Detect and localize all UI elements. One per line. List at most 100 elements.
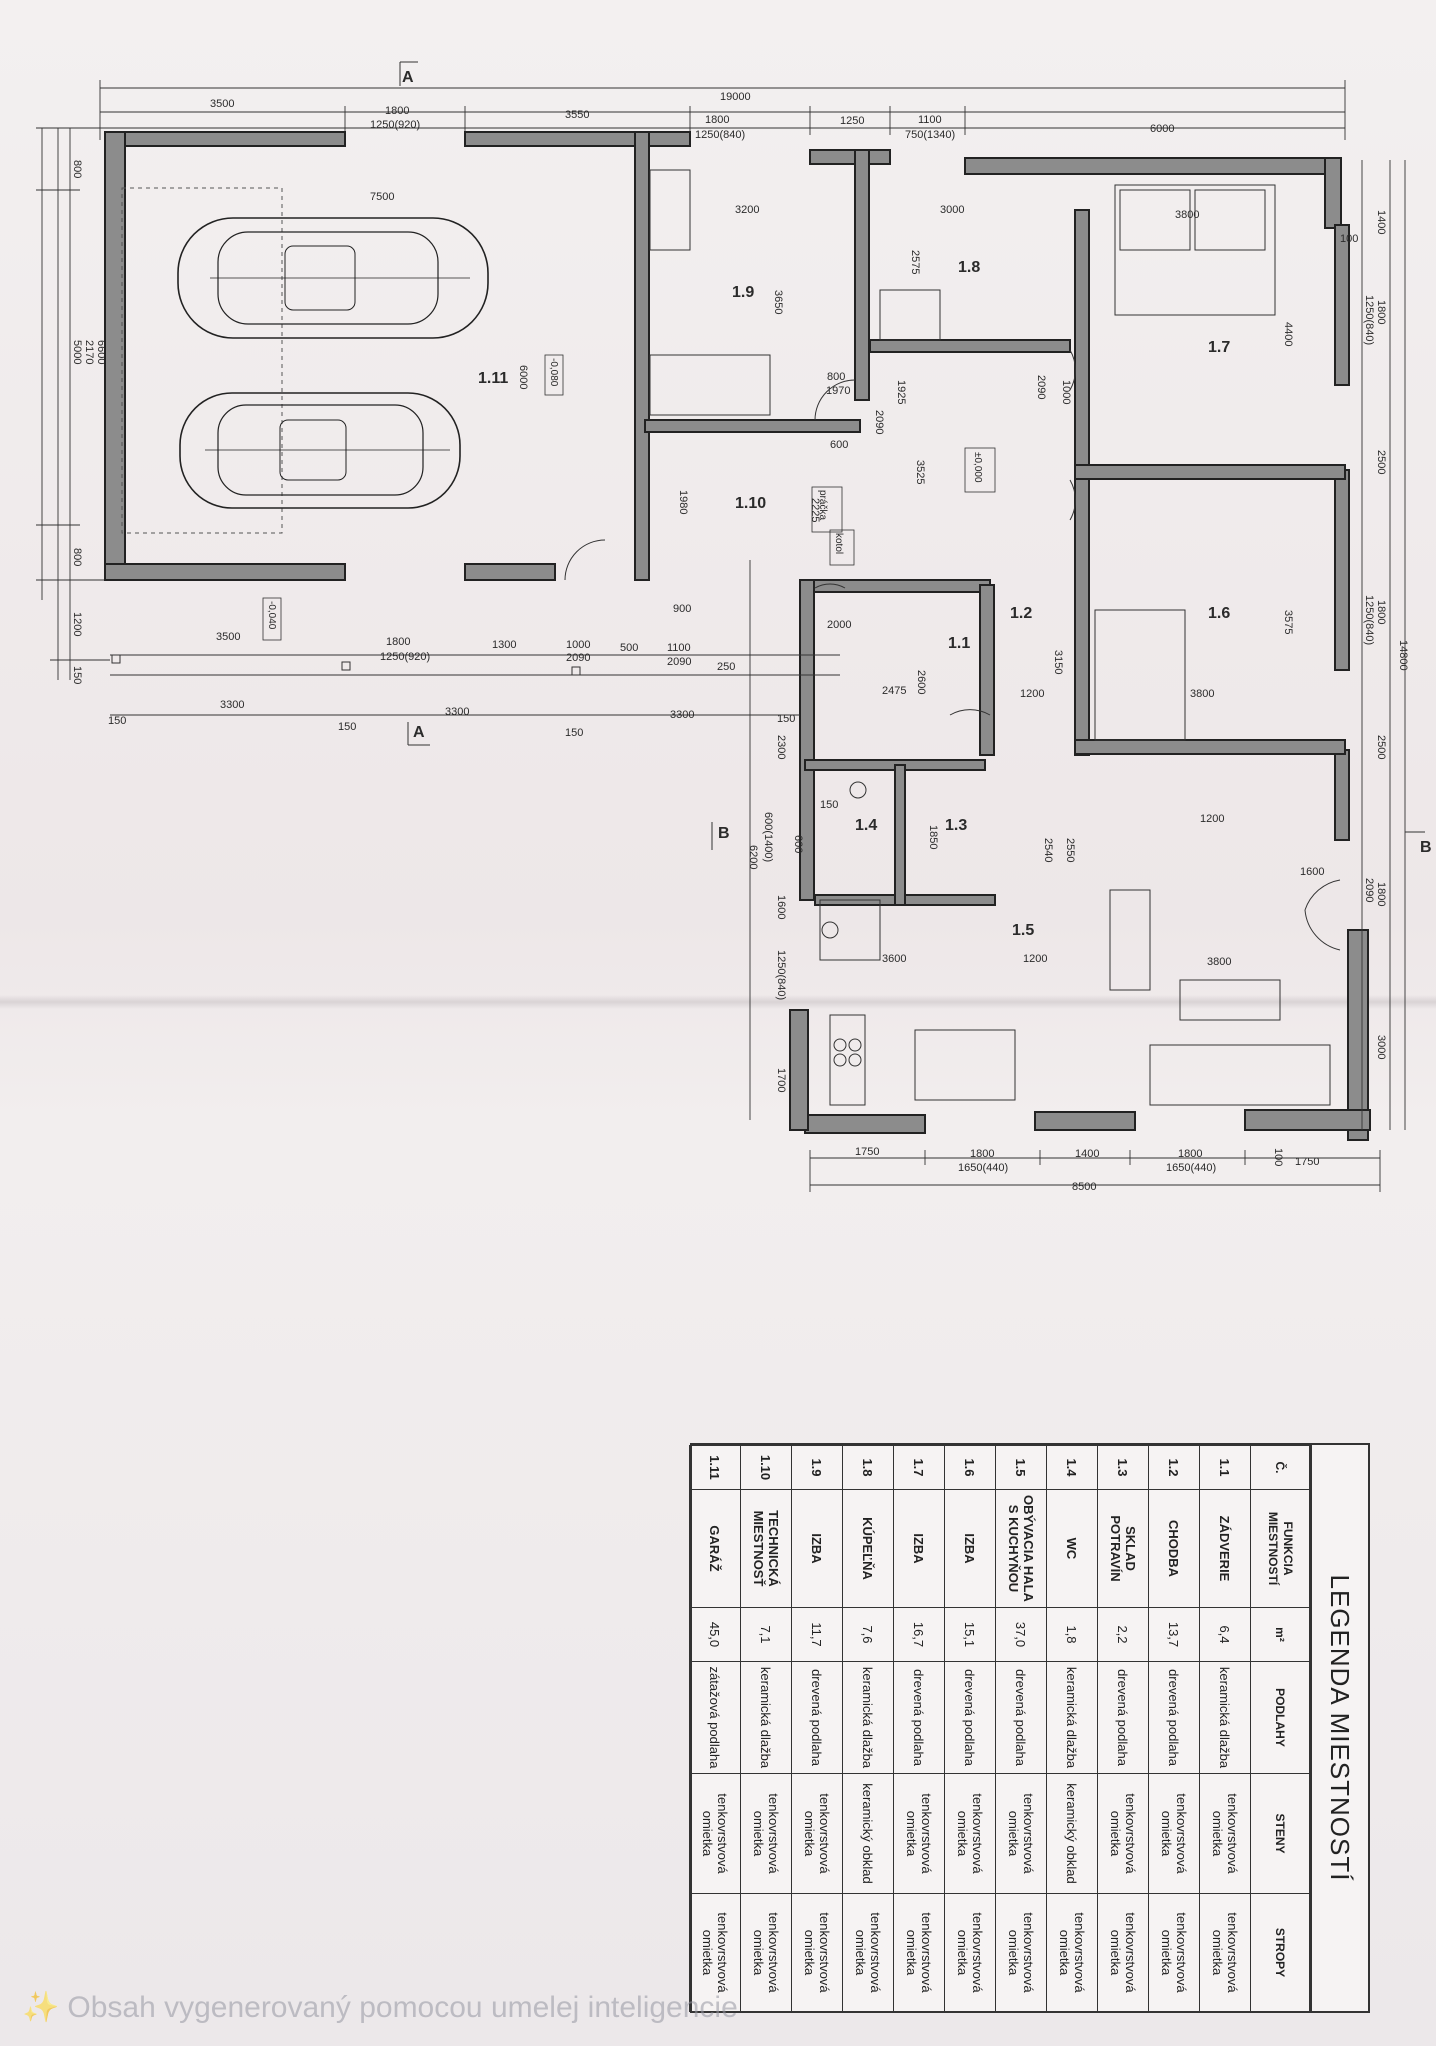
dim-bottom-150c: 150 [565,727,583,739]
table-row: 1.4 WC 1,8 keramická dlažba keramický ob… [1046,1445,1098,2012]
dim-left-2170: 2170 [83,340,95,364]
dim-bottom-1300: 1300 [492,639,516,651]
cell-function: IZBA [944,1489,996,1608]
cell-number: 1.1 [1199,1445,1251,1490]
dim-r19-3200: 3200 [735,204,759,216]
cell-function: WC [1046,1489,1098,1608]
room-label-1-7: 1.7 [1208,339,1230,356]
dim-right-2500: 2500 [1375,450,1387,474]
cell-function: IZBA [893,1489,945,1608]
cell-walls: tenkovrstvová omietka [1097,1773,1149,1894]
dim-hall-2090: 2090 [873,410,885,434]
legend-header-row: Č. FUNKCIA MIESTNOSTÍ m² PODLAHY STENY S… [1250,1445,1310,2012]
section-mark-a-bottom: A [413,724,425,741]
cell-ceiling: tenkovrstvová omietka [1148,1893,1200,2012]
dim-door-900: 900 [673,603,691,615]
cell-number: 1.10 [740,1445,792,1490]
legend-header-number: Č. [1250,1445,1310,1490]
dim-r16-3575: 3575 [1282,610,1294,634]
cell-walls: keramický obklad [842,1773,894,1894]
table-row: 1.8 KÚPEĽŇA 7,6 keramická dlažba keramic… [842,1445,894,2012]
cell-floor: keramická dlažba [1199,1661,1251,1774]
dim-bottom-3300b: 3300 [445,706,469,718]
dim-hall-2600: 2600 [915,670,927,694]
cell-function: OBÝVACIA HALA S KUCHYŇOU [995,1489,1047,1608]
boiler-label: kotol [833,533,844,554]
dim-r17-4400: 4400 [1282,322,1294,346]
dim-right-2090: 2090 [1363,878,1375,902]
dim-r18-2575: 2575 [909,250,921,274]
dim-left-150: 150 [71,666,83,684]
furniture [649,169,1331,1106]
door-swings [564,349,1341,951]
dim-s-150: 150 [820,799,838,811]
dim-hall-1980: 1980 [677,490,689,514]
dim-r-1250-840: 1250(840) [775,950,787,1000]
garage-parking-outline [121,187,283,534]
dim-hall-1925: 1925 [895,380,907,404]
section-mark-b-right: B [1420,839,1432,856]
cell-area: 7,1 [740,1607,792,1662]
cell-number: 1.8 [842,1445,894,1490]
dim-bottom-150d: 150 [777,713,795,725]
dim-hall-3525: 3525 [914,460,926,484]
dim-bottom-1000: 1000 [566,639,590,651]
cell-area: 45,0 [689,1607,741,1662]
cell-ceiling: tenkovrstvová omietka [842,1893,894,2012]
room-label-1-6: 1.6 [1208,605,1230,622]
dim-living-bottom-8500: 8500 [1072,1181,1096,1193]
dim-left-5000: 5000 [71,340,83,364]
dim-living-bottom-1800: 1800 [970,1148,994,1160]
dim-r16-3800: 3800 [1190,688,1214,700]
cell-function: KÚPEĽŇA [842,1489,894,1608]
dim-right-1800b: 1800 [1375,600,1387,624]
cell-floor: zátažová podlaha [689,1661,741,1774]
paper-fold [0,995,1436,1009]
dim-top-1250: 1250 [840,115,864,127]
cell-ceiling: tenkovrstvová omietka [1199,1893,1251,2012]
legend-header-floors: PODLAHY [1250,1661,1310,1774]
dim-r-6200: 6200 [747,845,759,869]
dim-bottom-2090: 2090 [566,652,590,664]
dim-bottom-250: 250 [717,661,735,673]
dim-r-600-1400: 600(1400) [762,812,774,862]
dim-top-1100: 1100 [918,114,942,126]
car-1-icon [177,217,489,339]
table-row: 1.10 TECHNICKÁ MIESTNOSŤ 7,1 keramická d… [740,1445,792,2012]
cell-walls: tenkovrstvová omietka [1199,1773,1251,1894]
table-row: 1.7 IZBA 16,7 drevená podlaha tenkovrstv… [893,1445,945,2012]
dim-right-14800: 14800 [1397,640,1409,671]
legend-grid: Č. FUNKCIA MIESTNOSTÍ m² PODLAHY STENY S… [689,1445,1310,2012]
cell-walls: tenkovrstvová omietka [995,1773,1047,1894]
dim-living-bottom-1750: 1750 [855,1146,879,1158]
table-row: 1.11 GARÁŽ 45,0 zátažová podlaha tenkovr… [689,1445,741,2012]
dim-r17-3800: 3800 [1175,209,1199,221]
cell-area: 16,7 [893,1607,945,1662]
level-outside: -0,040 [266,601,277,630]
dim-garage-6000: 6000 [517,365,529,389]
dim-left-800b: 800 [71,548,83,566]
dim-r-2300: 2300 [775,735,787,759]
cell-function: IZBA [791,1489,843,1608]
table-row: 1.3 SKLAD POTRAVÍN 2,2 drevená podlaha t… [1097,1445,1149,2012]
cell-floor: drevená podlaha [791,1661,843,1774]
table-row: 1.5 OBÝVACIA HALA S KUCHYŇOU 37,0 dreven… [995,1445,1047,2012]
level-garage: -0,080 [548,358,559,387]
cell-floor: drevená podlaha [893,1661,945,1774]
dim-r-1700: 1700 [775,1068,787,1092]
cell-ceiling: tenkovrstvová omietka [1097,1893,1149,2012]
cell-walls: tenkovrstvová omietka [689,1773,741,1894]
cell-number: 1.6 [944,1445,996,1490]
top-dimension-lines [99,80,1346,140]
table-row: 1.9 IZBA 11,7 drevená podlaha tenkovrstv… [791,1445,843,2012]
cell-area: 13,7 [1148,1607,1200,1662]
legend-header-walls: STENY [1250,1773,1310,1894]
living-bottom-dimension-lines [809,1150,1381,1192]
dim-top-3550: 3550 [565,109,589,121]
watermark-text: Obsah vygenerovaný pomocou umelej inteli… [67,1991,738,2024]
cell-floor: drevená podlaha [1148,1661,1200,1774]
dim-s-1850: 1850 [927,825,939,849]
dim-living-bottom-1400: 1400 [1075,1148,1099,1160]
cell-function: ZÁDVERIE [1199,1489,1251,1608]
dim-door-600: 600 [830,439,848,451]
